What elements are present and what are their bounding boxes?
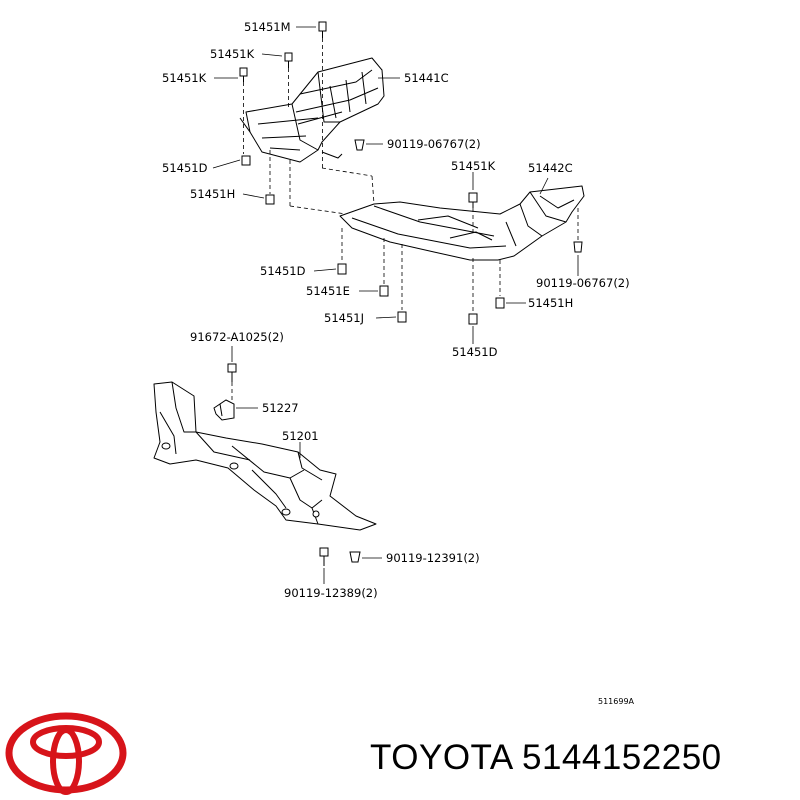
- label-51227: 51227: [262, 401, 299, 415]
- label-51451d-a: 51451D: [162, 161, 208, 175]
- clip-icon: [354, 139, 365, 151]
- diagram-code: 511699A: [598, 697, 635, 706]
- brand-name: TOYOTA: [370, 738, 512, 777]
- leader-lines: [212, 26, 579, 584]
- part-number: 5144152250: [521, 738, 722, 777]
- label-51451d-b: 51451D: [260, 264, 306, 278]
- label-51451k-a: 51451K: [210, 47, 255, 61]
- footer-caption: TOYOTA 5144152250: [370, 738, 722, 778]
- crossmember-51201: [153, 381, 377, 531]
- bolt-icon: [495, 297, 505, 309]
- label-51451e: 51451E: [306, 284, 350, 298]
- label-51451d-c: 51451D: [452, 345, 498, 359]
- dashed-guides: [231, 38, 579, 402]
- engine-under-cover-51442c: [339, 185, 585, 261]
- part-labels: 51451M 51451K 51451K 51441C 90119-06767(…: [162, 20, 630, 600]
- label-90119-12391: 90119-12391(2): [386, 551, 480, 565]
- clip-icon: [349, 551, 361, 563]
- bolt-icon: [318, 21, 327, 38]
- bolt-icon: [241, 155, 251, 166]
- label-90119-12389: 90119-12389(2): [284, 586, 378, 600]
- bolt-icon: [468, 313, 478, 325]
- label-51201: 51201: [282, 429, 319, 443]
- label-51451h-b: 51451H: [528, 296, 573, 310]
- front-under-cover-51441c: [239, 57, 385, 163]
- label-51441c: 51441C: [404, 71, 449, 85]
- toyota-logo-icon: [5, 712, 127, 795]
- fasteners: [227, 21, 583, 566]
- bolt-icon: [337, 263, 347, 275]
- bolt-icon: [284, 52, 293, 68]
- bolt-icon: [379, 285, 389, 297]
- bolt-icon: [397, 311, 407, 323]
- label-91672-a1025: 91672-A1025(2): [190, 330, 284, 344]
- label-51451k-c: 51451K: [451, 159, 496, 173]
- label-51451k-b: 51451K: [162, 71, 207, 85]
- label-51442c: 51442C: [528, 161, 573, 175]
- bolt-icon: [319, 547, 329, 566]
- bolt-icon: [468, 192, 478, 208]
- bracket-51227: [213, 399, 235, 421]
- bolt-icon: [227, 363, 237, 382]
- label-90119-06767-a: 90119-06767(2): [387, 137, 481, 151]
- label-51451m: 51451M: [244, 20, 291, 34]
- clip-icon: [573, 241, 583, 253]
- label-51451j: 51451J: [324, 311, 364, 325]
- label-51451h-a: 51451H: [190, 187, 235, 201]
- bolt-icon: [239, 67, 248, 82]
- bolt-icon: [265, 194, 275, 205]
- label-90119-06767-b: 90119-06767(2): [536, 276, 630, 290]
